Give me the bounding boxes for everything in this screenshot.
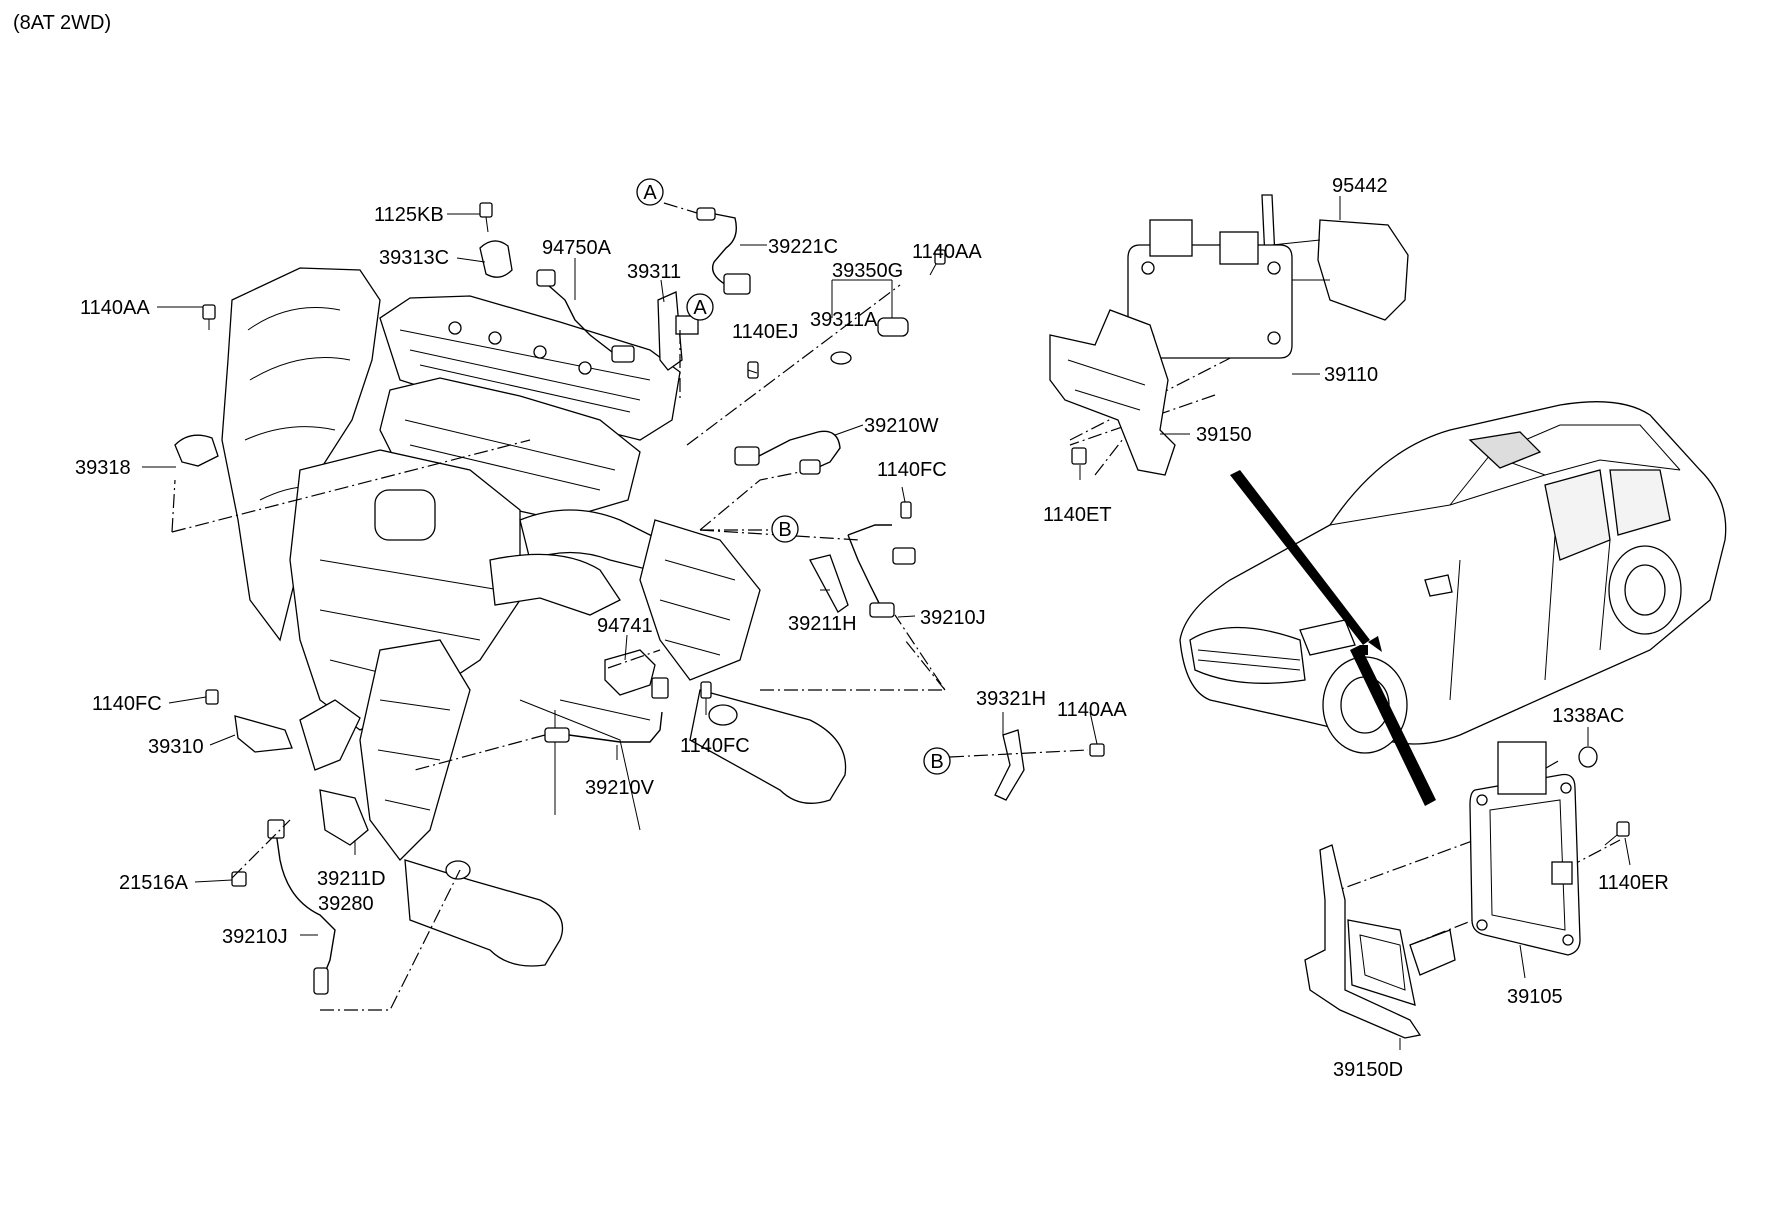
engine-assembly-drawing <box>221 267 847 967</box>
ecu-lower-drawing <box>1304 741 1630 1039</box>
ref-circle-a-top: A <box>636 178 664 206</box>
label-39350g: 39350G <box>832 260 903 282</box>
label-39210j-left: 39210J <box>222 926 288 948</box>
leader-lines <box>142 196 1631 1050</box>
car-silhouette-drawing <box>1179 401 1727 806</box>
label-1140aa-mid: 1140AA <box>1057 699 1127 721</box>
ref-b-low-label: B <box>930 751 943 773</box>
ref-circle-b-right: B <box>771 515 799 543</box>
label-1338ac: 1338AC <box>1552 705 1624 727</box>
label-1140ej: 1140EJ <box>732 321 798 343</box>
ref-circle-b-low: B <box>923 747 951 775</box>
diagram-header: (8AT 2WD) <box>13 12 112 34</box>
label-39318: 39318 <box>75 457 131 479</box>
label-1140fc-mid: 1140FC <box>680 735 750 757</box>
label-39150d: 39150D <box>1333 1059 1403 1081</box>
label-1140aa-left: 1140AA <box>80 297 150 319</box>
label-94750a: 94750A <box>542 237 612 259</box>
label-39321h: 39321H <box>976 688 1046 710</box>
label-21516a: 21516A <box>119 872 189 894</box>
label-39210v: 39210V <box>585 777 655 799</box>
label-39210w: 39210W <box>864 415 939 437</box>
label-39105: 39105 <box>1507 986 1563 1008</box>
label-39313c: 39313C <box>379 247 449 269</box>
label-39211d: 39211D <box>317 868 386 890</box>
label-39310: 39310 <box>148 736 204 758</box>
ref-circle-a-mid: A <box>686 293 714 321</box>
label-1140aa-top: 1140AA <box>912 241 982 263</box>
label-1140fc-left: 1140FC <box>92 693 162 715</box>
label-1125kb: 1125KB <box>374 204 444 226</box>
label-1140et: 1140ET <box>1043 504 1112 526</box>
label-39110: 39110 <box>1324 364 1378 386</box>
label-39211h: 39211H <box>788 613 857 635</box>
label-39311a: 39311A <box>810 309 878 331</box>
label-1140fc-right: 1140FC <box>877 459 947 481</box>
ref-b-right-label: B <box>778 519 791 541</box>
label-39280: 39280 <box>318 893 374 915</box>
ref-a-mid-label: A <box>693 297 707 319</box>
label-39221c: 39221C <box>768 236 838 258</box>
label-39210j-right: 39210J <box>920 607 986 629</box>
bolt-drawing <box>479 202 493 233</box>
label-94741: 94741 <box>597 615 653 637</box>
ref-a-top-label: A <box>643 182 657 204</box>
label-95442: 95442 <box>1332 175 1388 197</box>
label-39311: 39311 <box>627 261 681 283</box>
ecu-module-drawing <box>1049 194 1409 476</box>
callout-labels: 1125KB 39313C 94750A 39311 39221C 39350G… <box>75 175 1669 1081</box>
label-1140er: 1140ER <box>1598 872 1669 894</box>
sensor-drawing <box>479 240 513 278</box>
label-39150: 39150 <box>1196 424 1252 446</box>
